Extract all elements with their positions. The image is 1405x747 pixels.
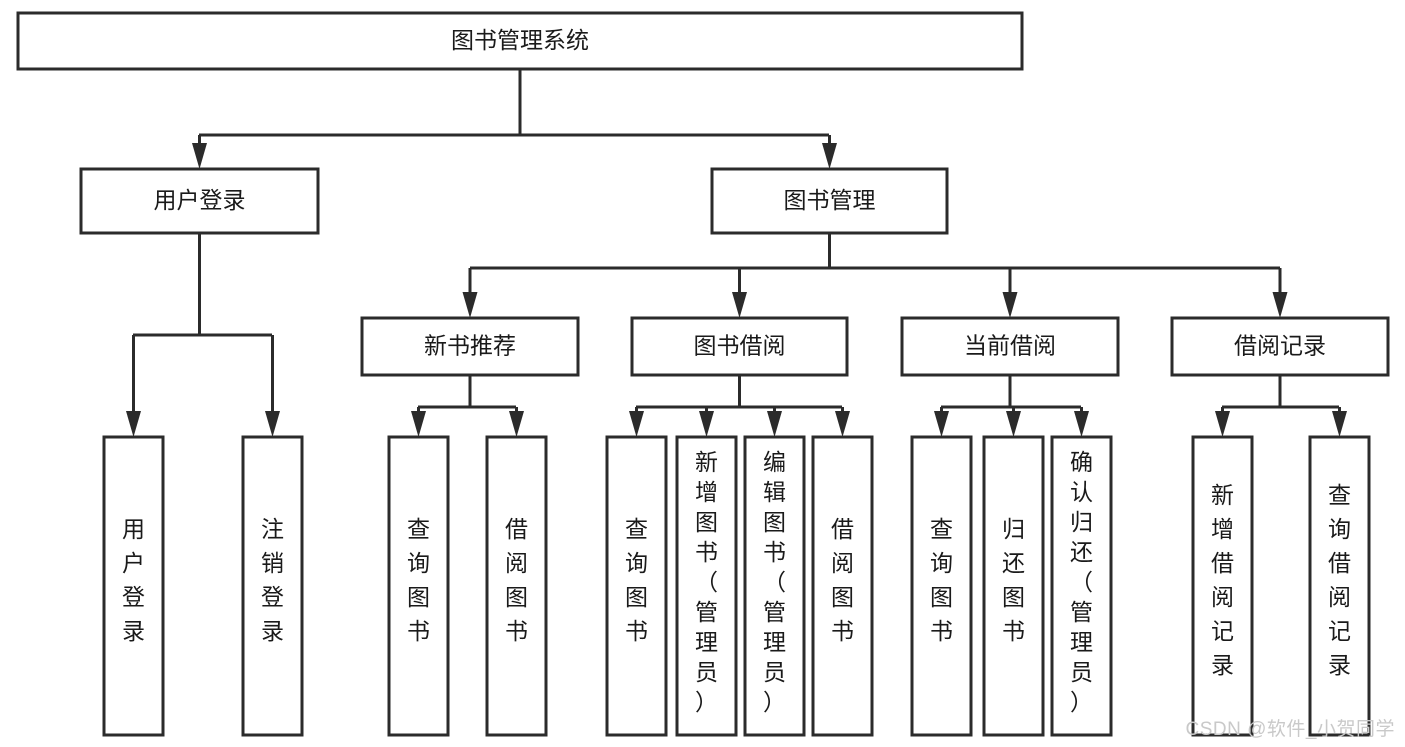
arrow-to-leaf-add-book-arrowhead — [699, 411, 714, 437]
leaf-box-leaf-return-book — [982, 435, 1045, 737]
node-label-new-book-recommend: 新书推荐 — [424, 333, 516, 359]
leaf-node-leaf-query-book-2[interactable]: 查询图书 — [605, 435, 668, 737]
arrow-to-leaf-confirm-return-arrowhead — [1074, 411, 1089, 437]
leaf-box-leaf-query-record — [1308, 435, 1371, 737]
arrow-to-current-borrow-arrowhead — [1002, 292, 1018, 318]
leaf-label-leaf-logout: 注销登录 — [261, 516, 284, 644]
node-new-book-recommend[interactable]: 新书推荐 — [360, 316, 580, 377]
node-root[interactable]: 图书管理系统 — [16, 11, 1024, 71]
leaf-label-leaf-query-book-1: 查询图书 — [407, 516, 430, 644]
node-box-user-login — [79, 167, 320, 235]
leaf-label-leaf-add-record: 新增借阅记录 — [1211, 482, 1234, 678]
node-box-root — [16, 11, 1024, 71]
leaf-label-leaf-return-book: 归还图书 — [1002, 516, 1025, 644]
leaf-label-leaf-query-book-2: 查询图书 — [625, 516, 648, 644]
leaf-node-leaf-logout[interactable]: 注销登录 — [241, 435, 304, 737]
node-label-book-manage: 图书管理 — [784, 187, 876, 213]
node-box-current-borrow — [900, 316, 1120, 377]
leaf-node-leaf-borrow-book-2[interactable]: 借阅图书 — [811, 435, 874, 737]
arrow-to-leaf-query-book-1-arrowhead — [411, 411, 426, 437]
leaf-node-leaf-confirm-return[interactable]: 确认归还（管理员） — [1050, 435, 1113, 737]
node-borrow-record[interactable]: 借阅记录 — [1170, 316, 1390, 377]
arrow-to-leaf-query-record-arrowhead — [1332, 411, 1347, 437]
leaf-node-leaf-return-book[interactable]: 归还图书 — [982, 435, 1045, 737]
leaf-node-leaf-add-record[interactable]: 新增借阅记录 — [1191, 435, 1254, 737]
node-current-borrow[interactable]: 当前借阅 — [900, 316, 1120, 377]
leaf-label-leaf-add-book: 新增图书（管理员） — [695, 449, 718, 715]
leaf-node-leaf-query-book-3[interactable]: 查询图书 — [910, 435, 973, 737]
arrow-to-leaf-query-book-2-arrowhead — [629, 411, 644, 437]
leaf-box-leaf-add-book — [675, 435, 738, 737]
leaf-box-leaf-logout — [241, 435, 304, 737]
connector-layer — [126, 69, 1347, 437]
leaf-box-leaf-query-book-2 — [605, 435, 668, 737]
leaf-node-leaf-user-login[interactable]: 用户登录 — [102, 435, 165, 737]
leaf-box-leaf-query-book-3 — [910, 435, 973, 737]
node-book-manage[interactable]: 图书管理 — [710, 167, 949, 235]
leaf-node-leaf-add-book[interactable]: 新增图书（管理员） — [675, 435, 738, 737]
arrow-to-leaf-query-book-3-arrowhead — [934, 411, 949, 437]
arrow-to-leaf-borrow-book-2-arrowhead — [835, 411, 850, 437]
leaf-node-leaf-query-record[interactable]: 查询借阅记录 — [1308, 435, 1371, 737]
leaf-node-leaf-query-book-1[interactable]: 查询图书 — [387, 435, 450, 737]
arrow-to-book-borrow-arrowhead — [732, 292, 747, 318]
node-label-root: 图书管理系统 — [451, 27, 589, 53]
arrow-to-leaf-user-login-arrowhead — [126, 411, 141, 437]
leaf-box-leaf-user-login — [102, 435, 165, 737]
leaf-node-leaf-borrow-book-1[interactable]: 借阅图书 — [485, 435, 548, 737]
node-layer: 图书管理系统用户登录图书管理新书推荐图书借阅当前借阅借阅记录用户登录注销登录查询… — [16, 11, 1390, 737]
leaf-box-leaf-confirm-return — [1050, 435, 1113, 737]
leaf-label-leaf-borrow-book-1: 借阅图书 — [505, 516, 528, 644]
leaf-box-leaf-query-book-1 — [387, 435, 450, 737]
leaf-label-leaf-borrow-book-2: 借阅图书 — [831, 516, 854, 644]
node-box-new-book-recommend — [360, 316, 580, 377]
node-label-borrow-record: 借阅记录 — [1234, 333, 1326, 359]
leaf-box-leaf-add-record — [1191, 435, 1254, 737]
arrow-to-book-manage-arrowhead — [822, 143, 837, 169]
leaf-node-leaf-edit-book[interactable]: 编辑图书（管理员） — [743, 435, 806, 737]
leaf-box-leaf-borrow-book-2 — [811, 435, 874, 737]
node-label-book-borrow: 图书借阅 — [694, 333, 786, 359]
leaf-box-leaf-borrow-book-1 — [485, 435, 548, 737]
leaf-label-leaf-confirm-return: 确认归还（管理员） — [1070, 449, 1093, 715]
arrow-to-new-book-recommend-arrowhead — [462, 292, 478, 318]
leaf-label-leaf-user-login: 用户登录 — [122, 516, 145, 644]
arrow-to-leaf-edit-book-arrowhead — [767, 411, 782, 437]
leaf-label-leaf-query-record: 查询借阅记录 — [1328, 482, 1351, 678]
node-label-current-borrow: 当前借阅 — [964, 333, 1056, 359]
arrow-to-leaf-borrow-book-1-arrowhead — [509, 411, 524, 437]
leaf-box-leaf-edit-book — [743, 435, 806, 737]
node-box-book-borrow — [630, 316, 849, 377]
node-box-book-manage — [710, 167, 949, 235]
leaf-label-leaf-query-book-3: 查询图书 — [930, 516, 953, 644]
node-book-borrow[interactable]: 图书借阅 — [630, 316, 849, 377]
node-label-user-login: 用户登录 — [154, 187, 246, 213]
arrow-to-borrow-record-arrowhead — [1272, 292, 1288, 318]
node-box-borrow-record — [1170, 316, 1390, 377]
node-user-login[interactable]: 用户登录 — [79, 167, 320, 235]
arrow-to-user-login-arrowhead — [192, 143, 207, 169]
arrow-to-leaf-logout-arrowhead — [265, 411, 280, 437]
leaf-label-leaf-edit-book: 编辑图书（管理员） — [763, 449, 786, 715]
arrow-to-leaf-add-record-arrowhead — [1215, 411, 1230, 437]
arrow-to-leaf-return-book-arrowhead — [1006, 411, 1021, 437]
